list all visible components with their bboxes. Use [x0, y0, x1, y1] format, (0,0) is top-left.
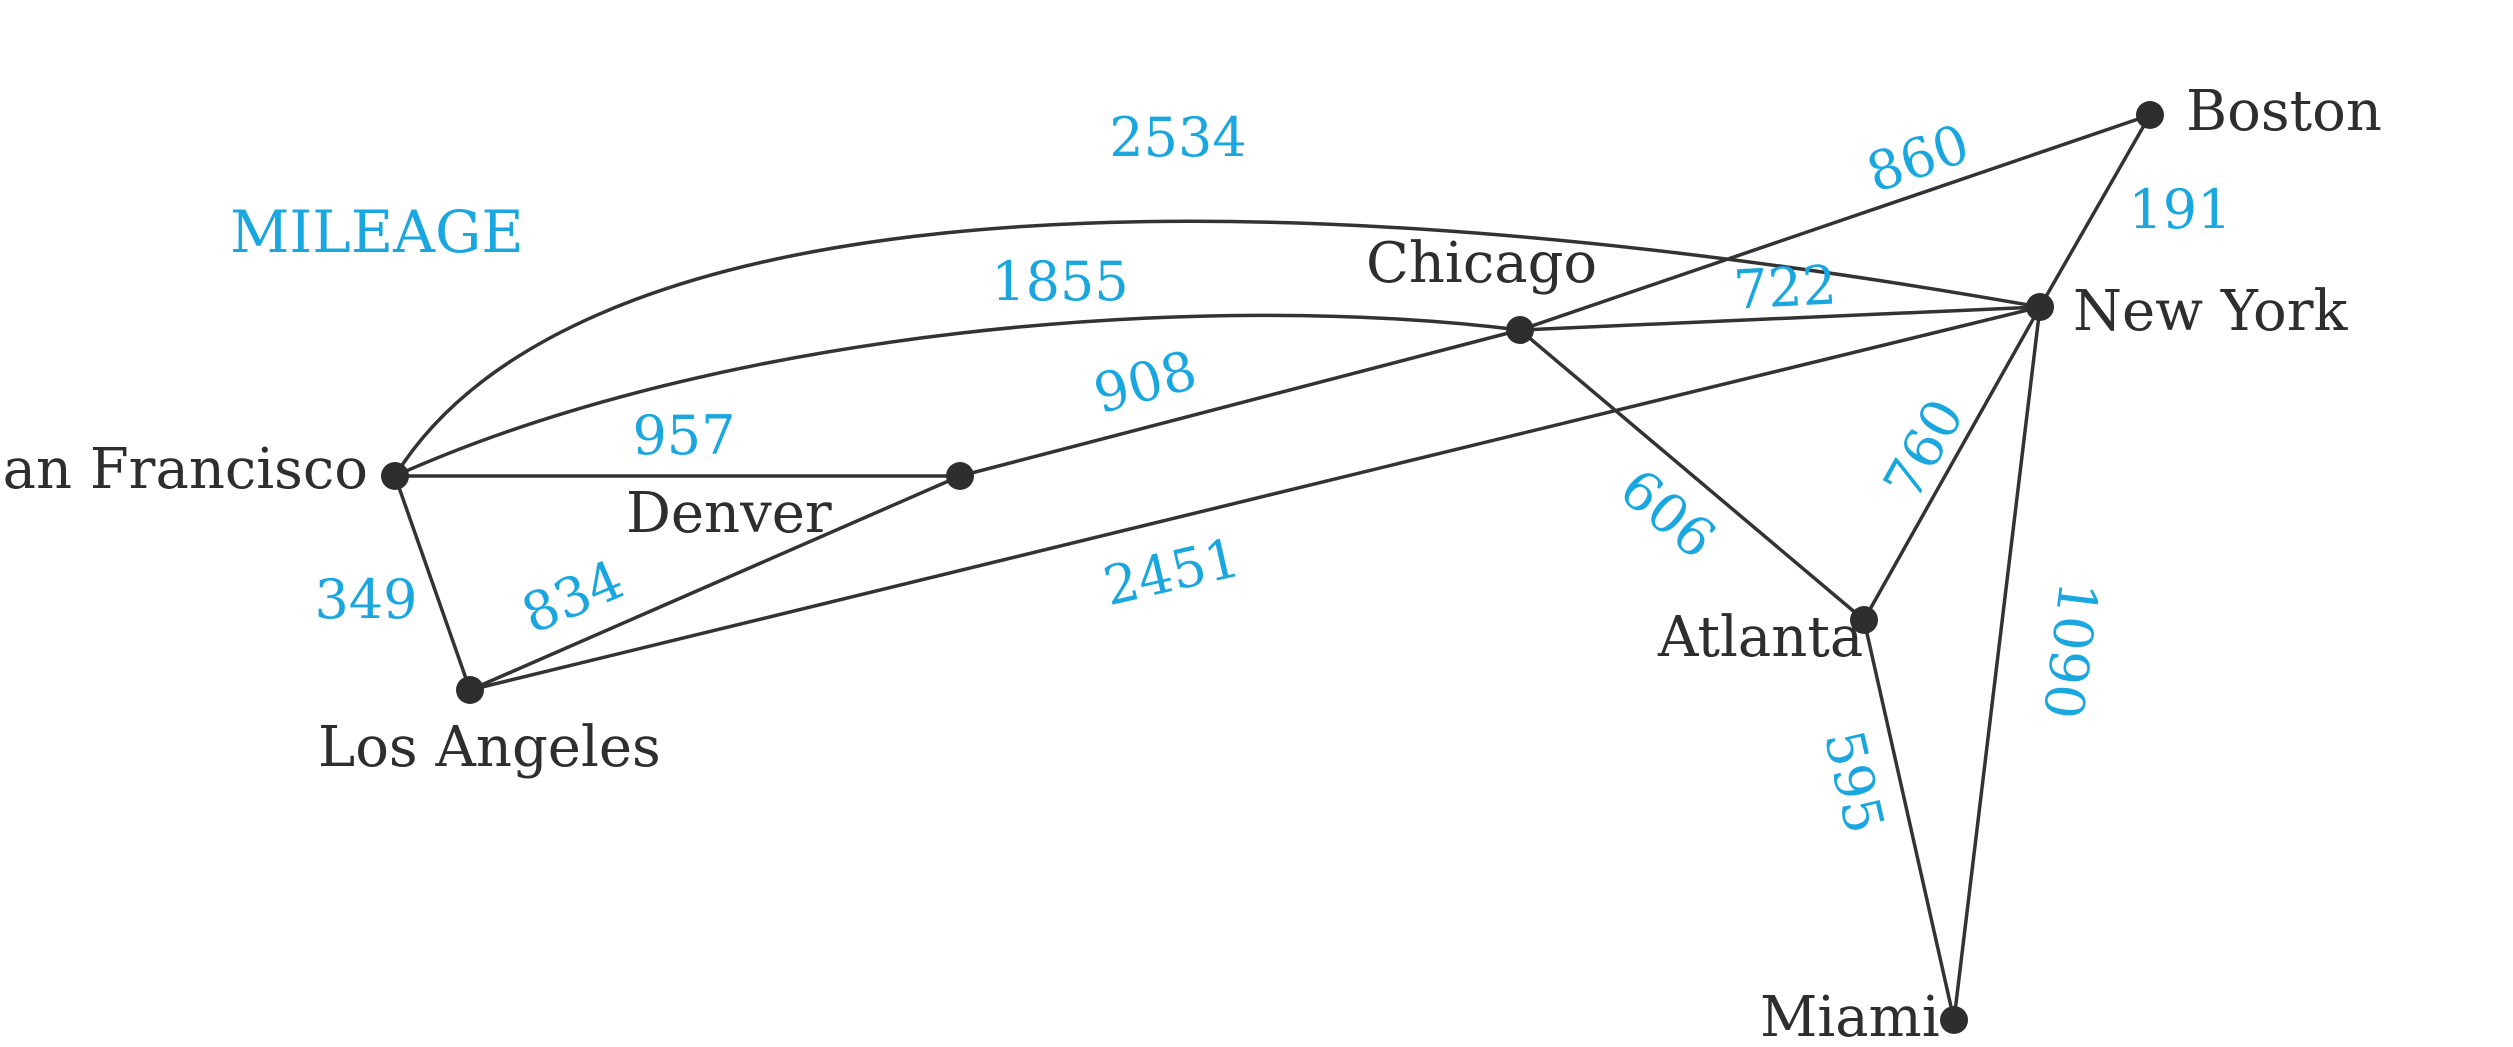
edge-sf-la: [393, 475, 472, 691]
node-sf: [381, 462, 409, 490]
mileage-label-sf-ny: 2534: [1109, 106, 1246, 169]
edge-sf-chi: [394, 313, 1521, 478]
edge-la-ny: [469, 305, 2041, 692]
mileage-label-den-chi: 908: [1087, 338, 1203, 426]
edge-chi-ny: [1519, 305, 2041, 332]
node-chi: [1506, 316, 1534, 344]
edge-bos-ny: [2038, 114, 2152, 308]
city-label-chi: Chicago: [1366, 231, 1597, 296]
diagram-title: MILEAGE: [230, 198, 524, 266]
edge-chi-bos: [1519, 113, 2151, 332]
nodes: [381, 101, 2164, 1034]
mileage-label-la-den: 834: [513, 548, 633, 646]
mileage-label-chi-ny: 722: [1732, 253, 1838, 321]
edges: [393, 113, 2152, 1021]
node-mia: [1940, 1006, 1968, 1034]
city-label-la: Los Angeles: [318, 715, 661, 780]
node-la: [456, 676, 484, 704]
mileage-label-chi-bos: 860: [1859, 112, 1977, 205]
edge-atl-ny: [1862, 306, 2042, 621]
mileage-label-chi-atl: 606: [1608, 457, 1727, 572]
edge-sf-ny: [393, 219, 2041, 477]
edge-den-chi: [959, 328, 1521, 478]
node-bos: [2136, 101, 2164, 129]
city-label-bos: Boston: [2186, 79, 2382, 144]
mileage-label-atl-mia: 595: [1812, 725, 1897, 840]
node-den: [946, 462, 974, 490]
mileage-label-ny-mia: 1090: [2031, 578, 2110, 722]
edge-atl-mia: [1862, 619, 1956, 1021]
mileage-labels: 2534 1855 957 349 834 908 2451 860 722 1…: [314, 106, 2231, 839]
mileage-label-sf-den: 957: [632, 404, 735, 467]
edge-ny-mia: [1952, 306, 2042, 1021]
edge-la-den: [469, 474, 961, 692]
node-ny: [2026, 293, 2054, 321]
city-label-atl: Atlanta: [1657, 605, 1863, 670]
node-atl: [1850, 606, 1878, 634]
city-labels: San Francisco Denver Los Angeles Chicago…: [0, 79, 2382, 1047]
edge-chi-atl: [1518, 328, 1866, 622]
city-label-mia: Miami: [1760, 985, 1940, 1047]
city-label-sf: San Francisco: [0, 437, 368, 502]
mileage-label-sf-la: 349: [314, 568, 417, 631]
mileage-label-sf-chi: 1855: [991, 250, 1128, 313]
city-label-ny: New York: [2073, 279, 2348, 344]
mileage-label-bos-ny: 191: [2128, 178, 2231, 241]
city-label-den: Denver: [626, 481, 832, 546]
mileage-label-la-ny: 2451: [1098, 526, 1246, 618]
